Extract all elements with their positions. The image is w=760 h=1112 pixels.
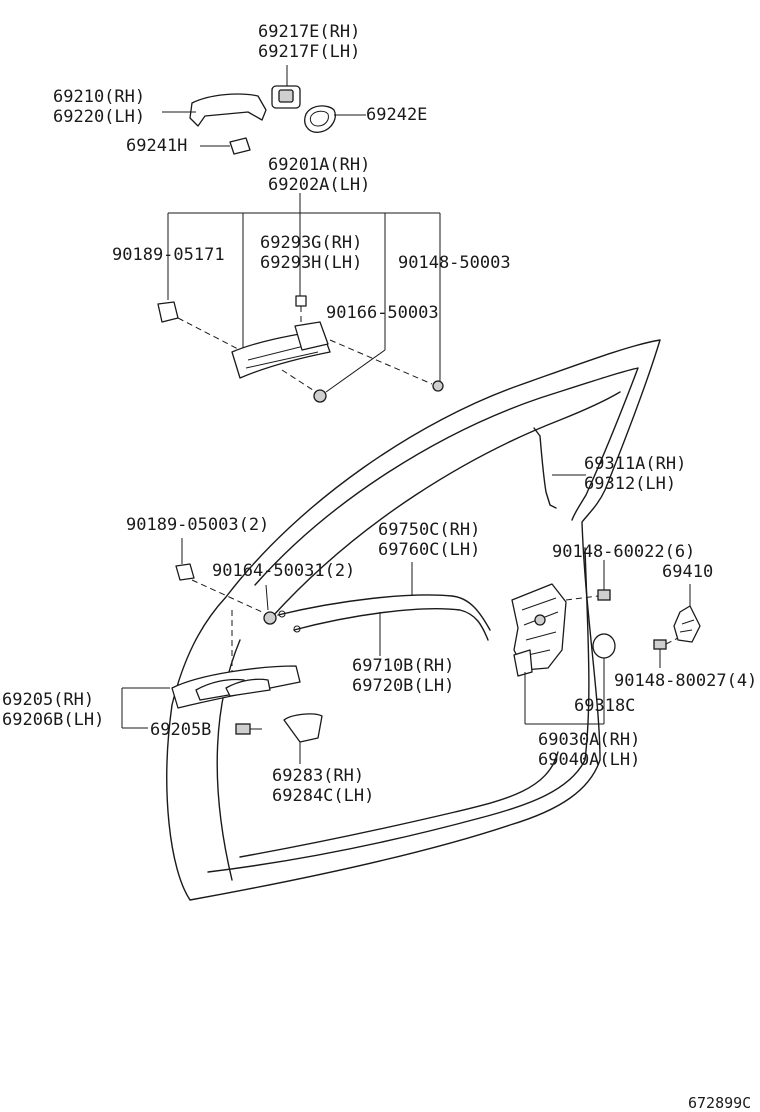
clip-90189-05003	[175, 563, 195, 581]
handle-cap-recess	[278, 89, 294, 103]
label-69220: 69220(LH)	[53, 107, 145, 127]
lock-cap-69318c	[592, 633, 616, 659]
label-69284c: 69284C(LH)	[272, 786, 374, 806]
label-69293h: 69293H(LH)	[260, 253, 362, 273]
dash-left-clip	[191, 579, 263, 613]
figure-id: 672899C	[688, 1094, 751, 1112]
screw-90164-50031	[263, 611, 277, 625]
label-69241h: 69241H	[126, 136, 187, 156]
handle-clip-69241h	[229, 137, 251, 155]
clip-90189-05171	[157, 301, 179, 323]
cable-end-1	[278, 610, 286, 618]
label-69040a: 69040A(LH)	[538, 750, 640, 770]
label-69205: 69205(RH)	[2, 690, 94, 710]
cable-end-2	[293, 625, 301, 633]
label-69311a: 69311A(RH)	[584, 454, 686, 474]
label-69242e: 69242E	[366, 105, 427, 125]
handle-pad-inner	[309, 110, 329, 127]
label-69202a: 69202A(LH)	[268, 175, 370, 195]
label-69293g: 69293G(RH)	[260, 233, 362, 253]
outside-handle-69210	[189, 93, 267, 127]
dash-lock-screw	[565, 595, 599, 601]
label-69217f: 69217F(LH)	[258, 42, 360, 62]
lock-rod-69311a	[533, 427, 586, 509]
handle-frame-assembly	[157, 193, 444, 403]
striker-assembly	[653, 584, 701, 668]
retainer-69293g	[295, 295, 307, 307]
outside-handle-assembly	[162, 65, 366, 155]
striker-details	[679, 619, 695, 633]
screw-69205b	[235, 723, 251, 735]
dash-bolt-1	[329, 339, 433, 385]
label-69410: 69410	[662, 562, 713, 582]
label-69205b: 69205B	[150, 720, 211, 740]
label-90148-80027: 90148-80027(4)	[614, 671, 757, 691]
label-69206b: 69206B(LH)	[2, 710, 104, 730]
handle-pad-69242e	[304, 105, 336, 133]
dash-striker-screw	[665, 637, 679, 645]
dash-clip	[177, 317, 241, 351]
dash-screw-1	[281, 369, 317, 393]
inside-handle-assembly	[121, 665, 323, 764]
leader-90166-50003	[325, 349, 386, 393]
label-69201a: 69201A(RH)	[268, 155, 370, 175]
screw-90166-50003	[313, 389, 327, 403]
label-69710b: 69710B(RH)	[352, 656, 454, 676]
label-90164-50031: 90164-50031(2)	[212, 561, 355, 581]
label-69283: 69283(RH)	[272, 766, 364, 786]
label-90148-50003: 90148-50003	[398, 253, 511, 273]
label-90189-05003: 90189-05003(2)	[126, 515, 269, 535]
left-fasteners	[175, 538, 277, 672]
door-lock-lever	[513, 649, 533, 677]
door-lock-assembly	[511, 560, 616, 725]
striker-69410	[673, 605, 701, 643]
label-69030a: 69030A(RH)	[538, 730, 640, 750]
label-90189-05171: 90189-05171	[112, 245, 225, 265]
door-lock-pivot	[534, 614, 546, 626]
label-69312: 69312(LH)	[584, 474, 676, 494]
label-69720b: 69720B(LH)	[352, 676, 454, 696]
cable-69750c	[277, 594, 491, 631]
label-90166-50003: 90166-50003	[326, 303, 439, 323]
lock-rod-path	[533, 427, 557, 509]
handle-cover-69283	[283, 713, 323, 743]
cable-69710b	[293, 608, 489, 641]
label-69318c: 69318C	[574, 696, 635, 716]
screw-90148-80027	[653, 639, 667, 650]
label-90148-60022: 90148-60022(6)	[552, 542, 695, 562]
door-lock-69030a	[511, 583, 567, 671]
label-69760c: 69760C(LH)	[378, 540, 480, 560]
screw-90148-60022	[597, 589, 611, 601]
bolt-90148-50003	[432, 380, 444, 392]
label-69217e: 69217E(RH)	[258, 22, 360, 42]
handle-frame-block	[294, 321, 329, 351]
label-69750c: 69750C(RH)	[378, 520, 480, 540]
label-69210: 69210(RH)	[53, 87, 145, 107]
leader-90164-50031	[265, 584, 269, 611]
door-frame	[166, 339, 661, 901]
inside-handle-recess-2	[225, 678, 271, 697]
cable-assembly	[277, 562, 491, 656]
